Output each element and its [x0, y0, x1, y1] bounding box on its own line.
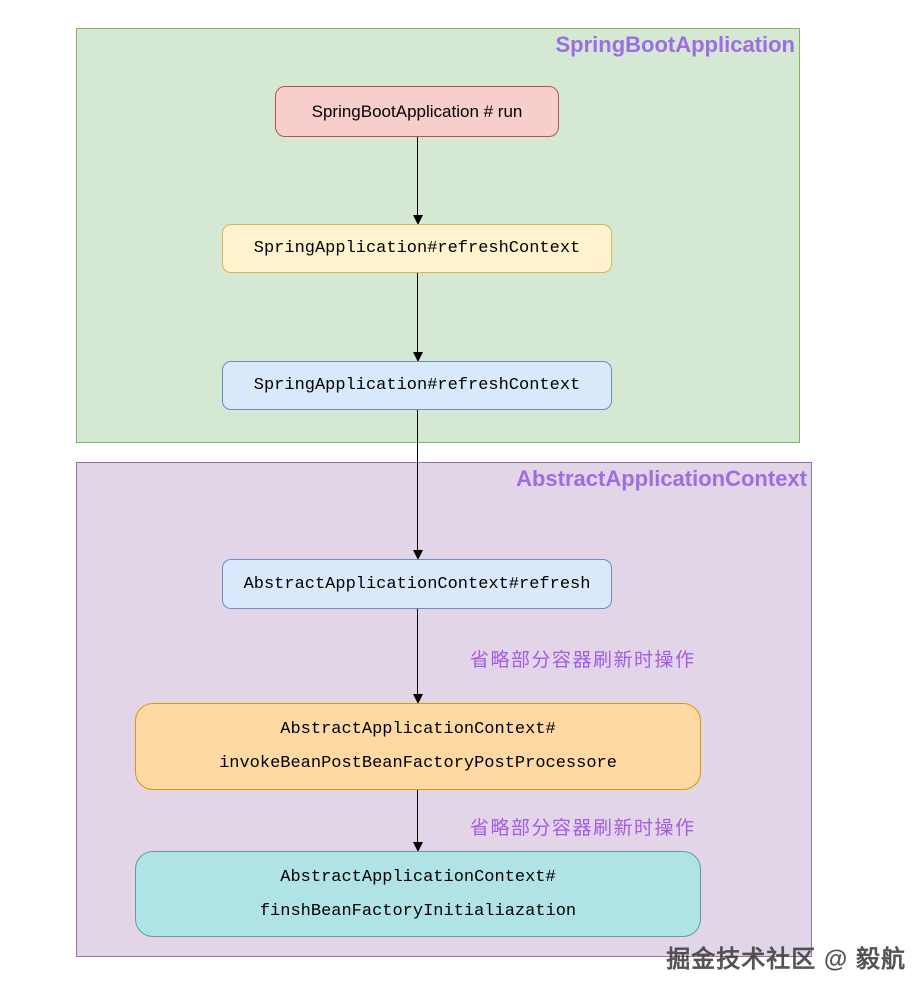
node-abstractapplicationcontext-refresh: AbstractApplicationContext#refresh — [222, 559, 612, 609]
node-label-line2: invokeBeanPostBeanFactoryPostProcessore — [219, 754, 617, 773]
flow-arrow-1 — [412, 137, 423, 225]
node-label: SpringApplication#refreshContext — [253, 376, 581, 395]
node-invoke-beanfactory-postprocessors: AbstractApplicationContext# invokeBeanPo… — [135, 703, 701, 790]
arrow-line — [417, 273, 418, 352]
node-label-line1: AbstractApplicationContext# — [280, 720, 556, 739]
group-abstractapplicationcontext-title: AbstractApplicationContext — [516, 466, 807, 491]
arrow-head-icon — [412, 352, 423, 362]
node-label-line1: AbstractApplicationContext# — [280, 867, 556, 887]
node-springbootapplication-run: SpringBootApplication # run — [275, 86, 559, 137]
node-label: SpringApplication#refreshContext — [253, 239, 581, 258]
node-finish-beanfactory-initialization: AbstractApplicationContext# finshBeanFac… — [135, 851, 701, 937]
arrow-head-icon — [412, 842, 423, 852]
arrow-line — [417, 410, 418, 550]
arrow-head-icon — [412, 550, 423, 560]
group-springbootapplication-title: SpringBootApplication — [555, 32, 795, 57]
flow-arrow-5 — [412, 790, 423, 852]
arrow-line — [417, 790, 418, 842]
node-label-line2: finshBeanFactoryInitialiazation — [259, 901, 577, 921]
node-springapplication-refreshcontext-1: SpringApplication#refreshContext — [222, 224, 612, 273]
juejin-watermark: 掘金技术社区 @ 毅航 — [666, 946, 906, 973]
flow-arrow-2 — [412, 273, 423, 362]
flow-arrow-3 — [412, 410, 423, 560]
node-springapplication-refreshcontext-2: SpringApplication#refreshContext — [222, 361, 612, 410]
node-label: SpringBootApplication # run — [311, 101, 523, 121]
arrow-line — [417, 137, 418, 215]
node-label: AbstractApplicationContext#refresh — [243, 574, 591, 594]
arrow-head-icon — [412, 694, 423, 704]
annotation-omitted-refresh-ops-2: 省略部分容器刷新时操作 — [470, 818, 696, 839]
annotation-omitted-refresh-ops-1: 省略部分容器刷新时操作 — [470, 650, 696, 671]
arrow-head-icon — [412, 215, 423, 225]
arrow-line — [417, 609, 418, 694]
flow-arrow-4 — [412, 609, 423, 704]
